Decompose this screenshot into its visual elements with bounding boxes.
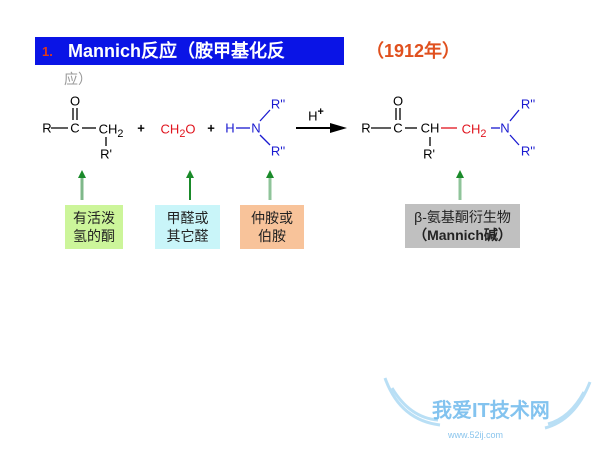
product-r-prime: R' [423,146,435,162]
product-ch: CH [420,120,440,136]
ketone-r-prime: R' [100,146,112,162]
amine-r2: R'' [270,143,286,159]
label-amine: 仲胺或伯胺 [240,205,304,249]
product-r1: R'' [520,96,536,112]
green-arrows [78,170,464,200]
watermark-url: www.52ij.com [448,430,504,440]
amine-n: N [251,120,261,136]
plus-sign: + [137,120,145,136]
title-continuation: 应） [64,71,92,87]
product-n: N [500,120,510,136]
product-r: R [361,120,371,136]
label-ketone: 有活泼氢的酮 [65,205,123,249]
title-text: Mannich反应（胺甲基化反 [68,41,286,61]
title-year: （1912年） [366,41,461,61]
label-aldehyde: 甲醛或其它醛 [155,205,220,249]
ketone-o: O [69,93,81,109]
catalyst: H+ [308,106,324,124]
label-mannich-base: β-氨基酮衍生物（Mannich碱） [405,204,520,248]
product-r2: R'' [520,143,536,159]
product-o: O [392,93,404,109]
ketone-r: R [42,120,52,136]
watermark-wings [383,377,592,430]
formaldehyde: CH2O [160,121,196,141]
product-c: C [393,120,403,136]
watermark-text: 我爱IT技术网 [432,400,550,422]
title-number: 1. [42,44,53,59]
ketone-ch2: CH2 [98,121,124,141]
ketone-c: C [70,120,80,136]
amine-h: H [225,120,235,136]
plus-sign: + [207,120,215,136]
product-ch2: CH2 [461,121,487,141]
amine-r1: R'' [270,96,286,112]
title-bar [35,37,344,65]
